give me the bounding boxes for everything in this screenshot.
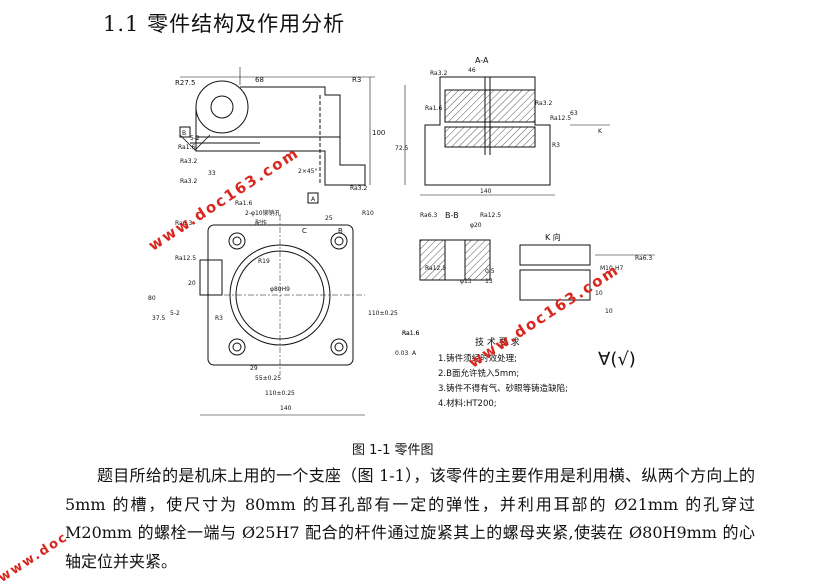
top-view [199, 215, 365, 416]
dim-110-h: 110±0.25 [265, 390, 295, 397]
dim-100: 100 [372, 129, 385, 137]
dim-r3-b: R3 [552, 142, 560, 149]
section-a-a [404, 76, 610, 196]
dim-r3: R3 [352, 76, 361, 84]
dim-29: 29 [250, 365, 258, 372]
dim-55: 55±0.25 [255, 375, 281, 382]
dim-72-5: 72.5 [395, 145, 409, 152]
dim-ra125-d: Ra12.5 [425, 265, 446, 272]
dim-ra32-e: Ra3.2 [535, 100, 552, 107]
dim-33: 33 [208, 170, 216, 177]
dim-ra32-a: Ra3.2 [180, 158, 197, 165]
dim-68: 68 [255, 76, 264, 84]
section-aa-label: A-A [475, 56, 489, 65]
dim-r10: R10 [362, 210, 374, 217]
dim-ra32-d: Ra3.2 [430, 70, 447, 77]
section-b-b [419, 239, 491, 281]
dim-140-b: 140 [280, 405, 292, 412]
dim-0-5: 0.5 [485, 268, 495, 275]
dim-140-a: 140 [480, 188, 492, 195]
paragraph-text: 题目所给的是机床上用的一个支座（图 1-1），该零件的主要作用是利用横、纵两个方… [65, 466, 755, 571]
dim-13: 13 [485, 278, 493, 285]
tol-flatness: 0.03 [395, 350, 409, 357]
section-b-mark: B [338, 227, 343, 235]
section-title: 1.1 零件结构及作用分析 [103, 12, 346, 36]
dim-37-5: 37.5 [152, 315, 166, 322]
dim-ra125-b: Ra12.5 [175, 255, 196, 262]
dim-80: 80 [148, 295, 156, 302]
tech-item-2: 2.B面允许铣入5mm; [438, 368, 519, 379]
dim-20: 20 [188, 280, 196, 287]
dim-ra16-e: Ra1.6 [402, 330, 419, 337]
dim-10-b: 10 [605, 308, 613, 315]
dim-5-2: 5-2 [190, 135, 200, 142]
note-pin-holes: 2-φ10铆销孔 [245, 209, 281, 217]
dim-ra125: Ra12.5 [550, 115, 571, 122]
dim-110-v: 110±0.25 [368, 310, 398, 317]
datum-a: A [311, 196, 316, 203]
tech-item-4: 4.材料:HT200; [438, 398, 497, 409]
roughness-symbol: ∀(√) [598, 349, 636, 370]
tech-item-3: 3.铸件不得有气、砂眼等铸造缺陷; [438, 383, 568, 394]
front-view [179, 67, 375, 204]
dim-ra63-b: Ra6.3 [420, 212, 437, 219]
dim-10-a: 10 [595, 290, 603, 297]
dim-ra63-c: Ra6.3 [635, 255, 652, 262]
note-pair: 配作 [255, 219, 267, 227]
dim-ra63: Ra6.3 [175, 220, 192, 227]
dim-m10: M10-H7 [600, 265, 623, 272]
section-c-mark: C [302, 227, 307, 235]
dim-ra32-b: Ra3.2 [180, 178, 197, 185]
dim-ra16-c: Ra1.6 [235, 200, 252, 207]
tech-title: 技 术 要 求 [475, 336, 520, 348]
body-paragraph: 题目所给的是机床上用的一个支座（图 1-1），该零件的主要作用是利用横、纵两个方… [65, 462, 755, 576]
engineering-drawing: R27.5 68 R3 Ra1.6 5-2 B Ra3.2 33 Ra3.2 1… [148, 56, 655, 416]
figure-caption: 图 1-1 零件图 [352, 443, 434, 458]
view-k [519, 244, 655, 301]
dim-46: 46 [468, 67, 476, 74]
dim-chamfer: 2×45° [298, 168, 317, 175]
tech-item-1: 1.铸件须经时效处理; [438, 353, 517, 364]
view-k-mark: K [598, 128, 603, 135]
section-bb-label: B-B [445, 211, 459, 220]
view-k-label: K 向 [545, 232, 561, 242]
dim-5-2-b: 5-2 [170, 310, 180, 317]
datum-b: B [182, 130, 186, 137]
dim-ra16-b: Ra1.6 [425, 105, 442, 112]
dim-ra125-c: Ra12.5 [480, 212, 501, 219]
dim-25: 25 [325, 215, 333, 222]
dim-ra16: Ra1.6 [178, 144, 195, 151]
watermark: www.doc [0, 529, 72, 586]
dim-r3-c: R3 [215, 315, 223, 322]
dim-ra16-d: Ra1.6 [402, 330, 419, 337]
dim-63: 63 [570, 110, 578, 117]
dim-phi80h9: φ80H9 [270, 286, 290, 293]
tol-datum-a: A [412, 350, 417, 357]
dim-phi20: φ20 [470, 222, 482, 229]
dim-r27: R27.5 [175, 79, 195, 87]
dim-ra32-c: Ra3.2 [350, 185, 367, 192]
dim-phi13: φ13 [460, 278, 472, 285]
dim-r19: R19 [258, 258, 270, 265]
